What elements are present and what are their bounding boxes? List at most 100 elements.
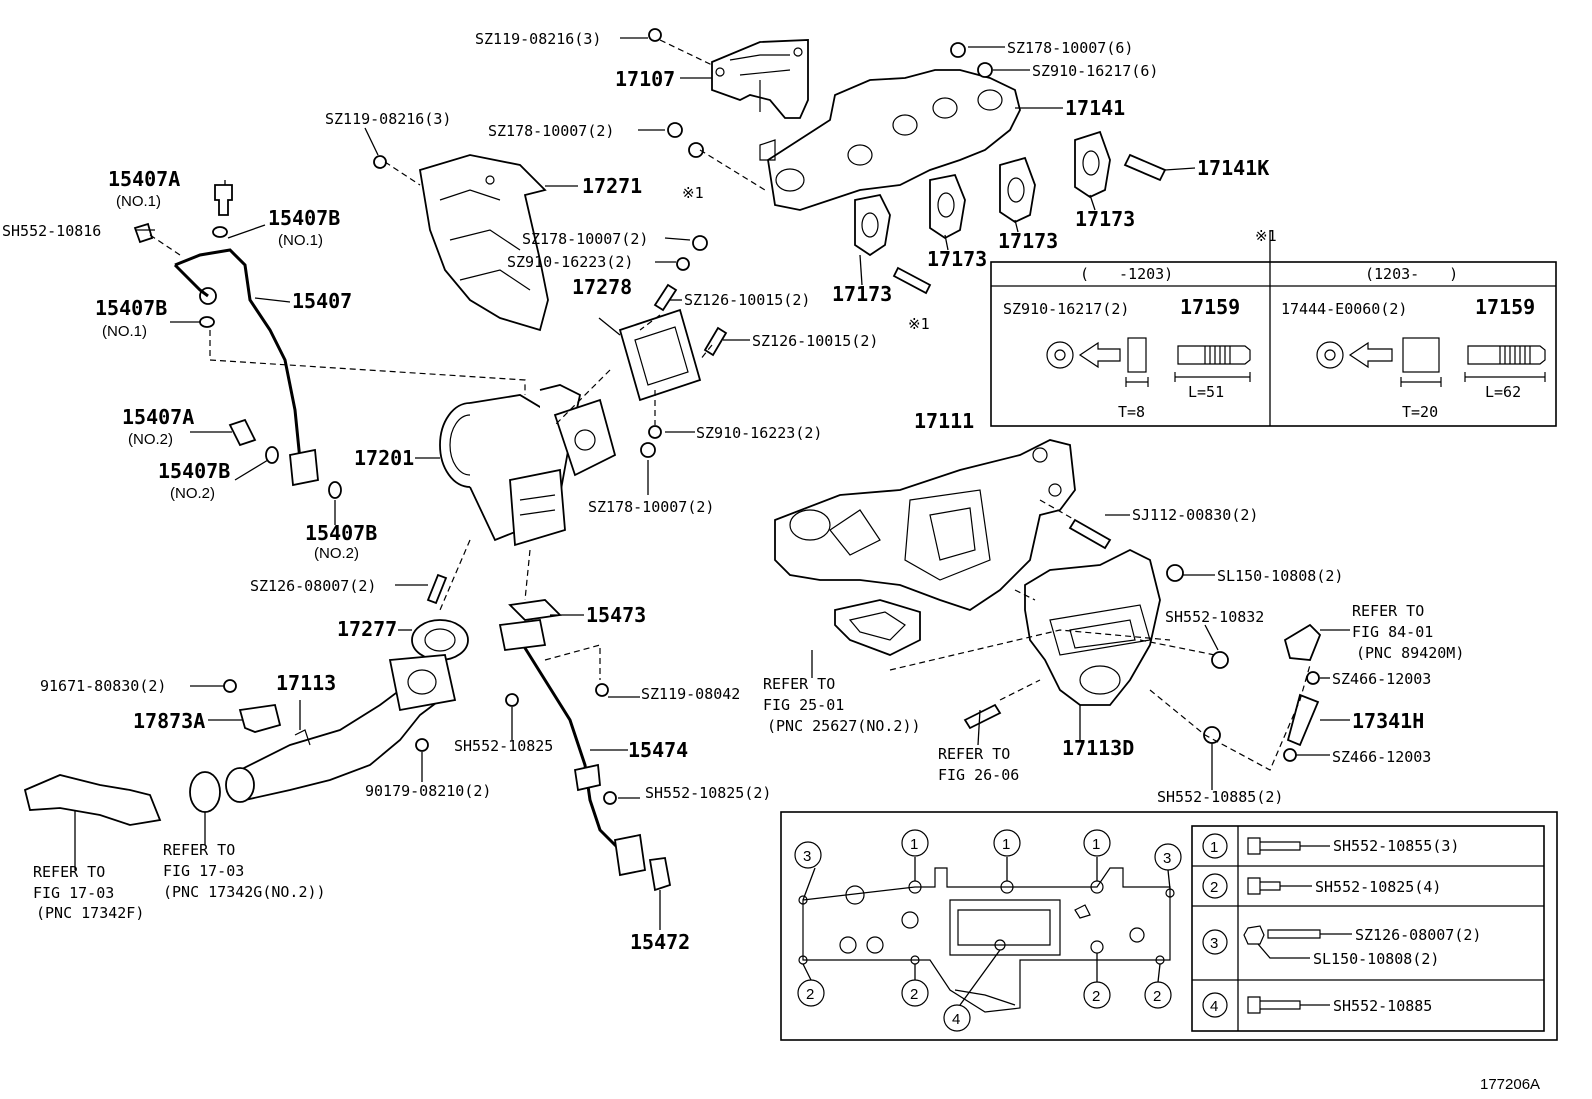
- callout-label: FIG 26-06: [938, 766, 1019, 784]
- callout-label: (PNC 17342F): [36, 904, 144, 922]
- bolt-17141k: [1123, 153, 1167, 182]
- hose-clamp: [189, 771, 221, 813]
- marker-number: 3: [803, 848, 811, 865]
- callout-label: ※1: [1255, 227, 1277, 245]
- nut-sl150: [1166, 564, 1184, 582]
- callout-label: FIG 25-01: [763, 696, 844, 714]
- callout-label: 17107: [615, 67, 675, 91]
- exhaust-pipe-bracket: [238, 703, 282, 733]
- stud-icon: [1267, 929, 1321, 939]
- callout-label: 17173: [1075, 207, 1135, 231]
- callout-label: (NO.1): [102, 323, 147, 340]
- callout-label: SZ178-10007(2): [588, 498, 714, 516]
- arrow-left-icon: [1078, 341, 1121, 369]
- marker-number: 2: [910, 986, 918, 1003]
- stud-sz126-08007: [426, 573, 448, 605]
- legend-number: 1: [1210, 839, 1218, 856]
- bolt-sh552-10885: [1203, 726, 1221, 744]
- callout-label: (NO.2): [314, 545, 359, 562]
- legend-number: 4: [1210, 998, 1218, 1015]
- marker-number: 2: [1153, 988, 1161, 1005]
- bolt-sh552-10825-a: [505, 693, 519, 707]
- callout-label: 17173: [998, 229, 1058, 253]
- turbocharger: [439, 384, 617, 547]
- callout-label: (NO.1): [116, 193, 161, 210]
- oil-gasket-15472: [648, 856, 672, 892]
- callout-label: 15474: [628, 738, 688, 762]
- exhaust-pipe: [225, 654, 457, 803]
- flange-outline: [802, 867, 1171, 1013]
- marker-number: 1: [1002, 836, 1010, 853]
- bolt-sh552-10816: [133, 222, 154, 244]
- marker-number: 2: [1092, 988, 1100, 1005]
- dashed-assembly-lines: [149, 39, 1311, 771]
- callout-label: (PNC 17342G(NO.2)): [163, 883, 326, 901]
- callout-label: 91671-80830(2): [40, 677, 166, 695]
- marker-number: 3: [1163, 850, 1171, 867]
- bolt-icon: [1247, 996, 1301, 1014]
- callout-label: 17271: [582, 174, 642, 198]
- manifold-gasket-3: [999, 156, 1036, 224]
- callout-label: 15473: [586, 603, 646, 627]
- manifold-gasket-1: [854, 193, 891, 257]
- sensor-fig-84-01: [1283, 623, 1322, 661]
- callout-label: 15472: [630, 930, 690, 954]
- callout-label: SZ910-16217(6): [1032, 62, 1158, 80]
- part-drawings: [23, 28, 1322, 892]
- washer-icon: [1316, 341, 1344, 369]
- callout-label: SZ178-10007(6): [1007, 39, 1133, 57]
- nut-sz178-mid: [667, 122, 683, 138]
- callout-label: SZ910-16223(2): [507, 253, 633, 271]
- callout-label: 17201: [354, 446, 414, 470]
- marker-number: 4: [952, 1011, 960, 1028]
- intake-gasket-ref: [834, 599, 921, 656]
- length-right: L=62: [1485, 383, 1521, 401]
- callout-label: 15407B: [268, 206, 340, 230]
- callout-label: SZ178-10007(2): [488, 122, 614, 140]
- legend-part: SH552-10825(4): [1315, 878, 1441, 896]
- stud-fig-26-06: [963, 703, 1002, 730]
- callout-label: 17113D: [1062, 736, 1134, 760]
- bolt-sh552-10832: [1211, 651, 1229, 669]
- turbo-outlet-gasket: [618, 308, 702, 402]
- figure-id: 177206A: [1480, 1076, 1540, 1093]
- washer-sz910-mid: [688, 142, 704, 158]
- legend-part: SL150-10808(2): [1313, 950, 1439, 968]
- bolt-legend: 1 SH552-10855(3) 2 SH552-10825(4) 3 SZ12…: [1191, 825, 1545, 1032]
- callout-label: SZ178-10007(2): [522, 230, 648, 248]
- callout-label: (PNC 25627(NO.2)): [767, 717, 921, 735]
- table-header-right: (1203- ): [1365, 265, 1458, 283]
- intake-adapter: [1024, 548, 1161, 706]
- length-left: L=51: [1188, 383, 1224, 401]
- bolt-91671: [223, 679, 237, 693]
- legend-part: SH552-10855(3): [1333, 837, 1459, 855]
- gasket-4: [328, 481, 342, 499]
- callout-label: SZ466-12003: [1332, 670, 1431, 688]
- gasket-1: [212, 226, 228, 238]
- stud-sj112: [1068, 518, 1112, 550]
- bolt-sz119-top: [648, 28, 662, 42]
- stud-part-left: 17159: [1180, 295, 1240, 319]
- callout-label: (NO.2): [128, 431, 173, 448]
- clip-sz466-1: [1306, 671, 1320, 685]
- table-header-left: ( -1203): [1080, 265, 1173, 283]
- callout-label: 17173: [832, 282, 892, 306]
- stud-17278-1: [653, 283, 678, 312]
- callout-label: SZ119-08042: [641, 685, 740, 703]
- intake-hose: [23, 774, 162, 826]
- bolt-sh552-10825-b: [603, 791, 617, 805]
- callout-label: 17141: [1065, 96, 1125, 120]
- callout-label: 15407A: [108, 167, 180, 191]
- callout-label: FIG 84-01: [1352, 623, 1433, 641]
- callout-label: FIG 17-03: [33, 884, 114, 902]
- hose-17341h: [1286, 693, 1320, 747]
- callout-label: (NO.2): [170, 485, 215, 502]
- legend-part: SZ126-08007(2): [1355, 926, 1481, 944]
- oil-feed-pipe: [173, 248, 319, 487]
- callout-label: SZ910-16223(2): [696, 424, 822, 442]
- marker-number: 2: [806, 986, 814, 1003]
- callout-label: 15407B: [305, 521, 377, 545]
- callout-label: ※1: [908, 315, 930, 333]
- callout-label: 15407B: [158, 459, 230, 483]
- legend-number: 3: [1210, 935, 1218, 952]
